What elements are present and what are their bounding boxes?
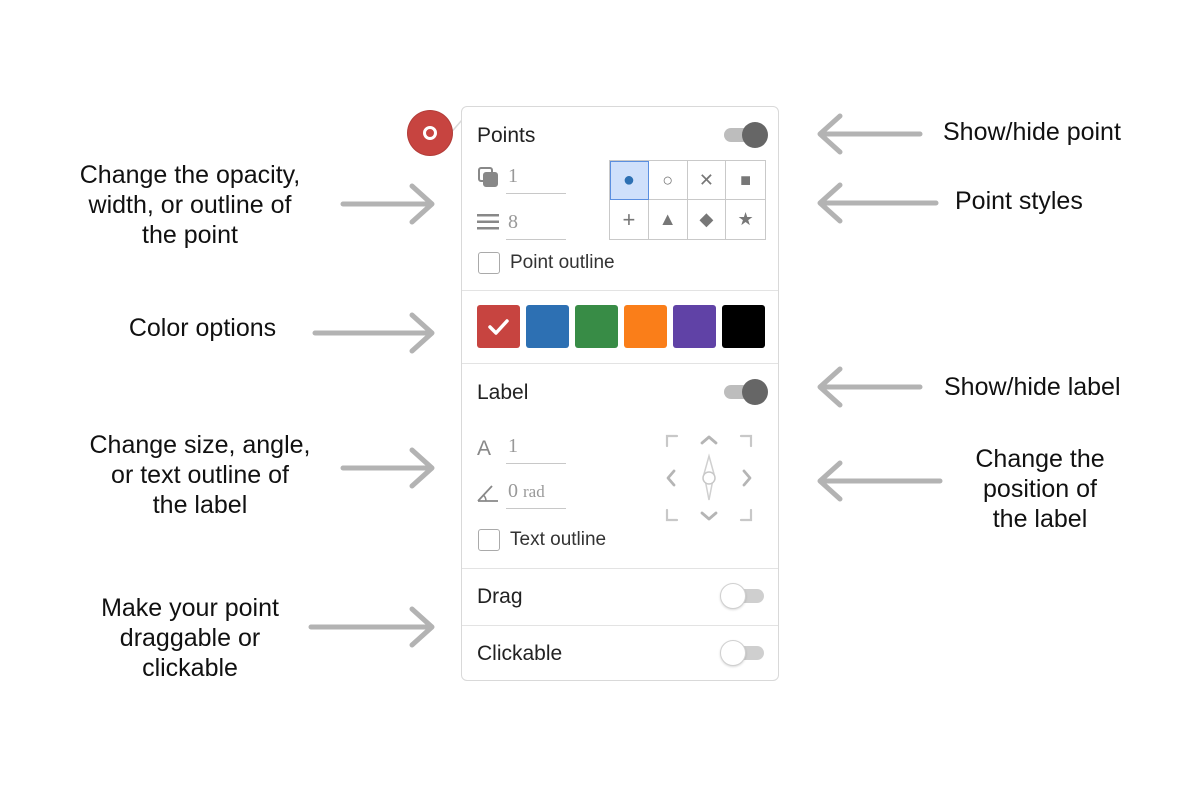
style-dot-option[interactable]: ● (610, 161, 649, 200)
annotation-drag-click: Make your point draggable or clickable (101, 594, 279, 682)
annotation-label-size-angle: Change size, angle, or text outline of t… (89, 431, 311, 519)
style-diamond-option[interactable]: ◆ (688, 200, 727, 239)
drag-toggle[interactable] (720, 583, 766, 609)
opacity-icon (478, 167, 498, 187)
color-swatch-black[interactable] (722, 305, 765, 348)
points-visibility-toggle[interactable] (722, 122, 768, 148)
text-outline-checkbox[interactable] (478, 529, 500, 551)
annotation-show-hide-point: Show/hide point (943, 118, 1121, 146)
square-icon: ■ (740, 169, 752, 190)
arrow-left-icon (817, 460, 943, 502)
diamond-icon: ◆ (699, 209, 714, 229)
style-square-option[interactable]: ■ (726, 161, 765, 200)
color-swatch-orange[interactable] (624, 305, 667, 348)
style-open-circle-option[interactable]: ○ (648, 161, 688, 200)
point-settings-panel: Points 1 8 ● ○ ✕ ■ + ▲ ◆ ★ Point outline… (461, 106, 779, 681)
label-size-input[interactable]: 1 (506, 435, 566, 464)
clickable-toggle[interactable] (720, 640, 766, 666)
chevron-right-icon (742, 469, 752, 487)
angle-value: 0 (508, 480, 518, 502)
style-triangle-option[interactable]: ▲ (649, 200, 688, 239)
annotation-show-hide-label: Show/hide label (944, 373, 1121, 401)
chevron-down-icon (700, 511, 718, 521)
points-title: Points (477, 124, 536, 147)
divider (462, 363, 778, 364)
chevron-left-icon (666, 469, 676, 487)
arrow-right-icon (308, 606, 435, 648)
arrow-left-icon (817, 366, 923, 408)
angle-icon (477, 485, 498, 502)
annotation-color-options: Color options (128, 314, 277, 342)
label-position-selector[interactable] (665, 434, 753, 522)
cross-icon: ✕ (698, 169, 714, 190)
label-angle-input[interactable]: 0 rad (506, 480, 566, 509)
divider (462, 568, 778, 569)
color-swatch-green[interactable] (575, 305, 618, 348)
label-title: Label (477, 381, 529, 404)
arrow-left-icon (817, 182, 939, 224)
corner-bottom-right-icon (739, 508, 753, 522)
angle-unit: rad (523, 482, 545, 501)
style-cross-option[interactable]: ✕ (687, 161, 727, 200)
annotation-point-styles: Point styles (955, 187, 1083, 215)
dot-icon: ● (622, 168, 635, 191)
color-swatch-red[interactable] (477, 305, 520, 348)
arrow-right-icon (312, 312, 435, 354)
arrow-left-icon (817, 113, 923, 155)
arrow-right-icon (340, 183, 435, 225)
opacity-input[interactable]: 1 (506, 165, 566, 194)
corner-top-left-icon (665, 434, 679, 448)
checkmark-icon (488, 319, 509, 335)
color-swatch-purple[interactable] (673, 305, 716, 348)
clickable-title: Clickable (477, 642, 563, 665)
point-outline-label: Point outline (510, 252, 615, 273)
chevron-up-icon (700, 435, 718, 445)
text-size-icon: A (477, 437, 492, 460)
corner-bottom-left-icon (665, 508, 679, 522)
line-width-icon (477, 214, 499, 230)
annotation-label-position: Change the position of the label (975, 445, 1105, 533)
arrow-right-icon (340, 447, 435, 489)
star-icon: ★ (737, 209, 754, 229)
point-color-icon[interactable] (408, 111, 452, 155)
label-visibility-toggle[interactable] (722, 379, 768, 405)
point-style-grid: ● ○ ✕ ■ + ▲ ◆ ★ (609, 160, 766, 240)
compass-center-icon (702, 453, 716, 501)
divider (462, 290, 778, 291)
point-outline-checkbox[interactable] (478, 252, 500, 274)
text-outline-label: Text outline (510, 529, 607, 550)
open-circle-icon: ○ (662, 169, 674, 190)
style-star-option[interactable]: ★ (726, 200, 765, 239)
divider (462, 625, 778, 626)
corner-top-right-icon (739, 434, 753, 448)
annotation-opacity-width-outline: Change the opacity, width, or outline of… (79, 161, 301, 249)
plus-icon: + (622, 206, 636, 232)
color-swatch-blue[interactable] (526, 305, 569, 348)
triangle-icon: ▲ (658, 209, 677, 229)
width-input[interactable]: 8 (506, 211, 566, 240)
style-plus-option[interactable]: + (610, 200, 649, 239)
drag-title: Drag (477, 585, 523, 608)
